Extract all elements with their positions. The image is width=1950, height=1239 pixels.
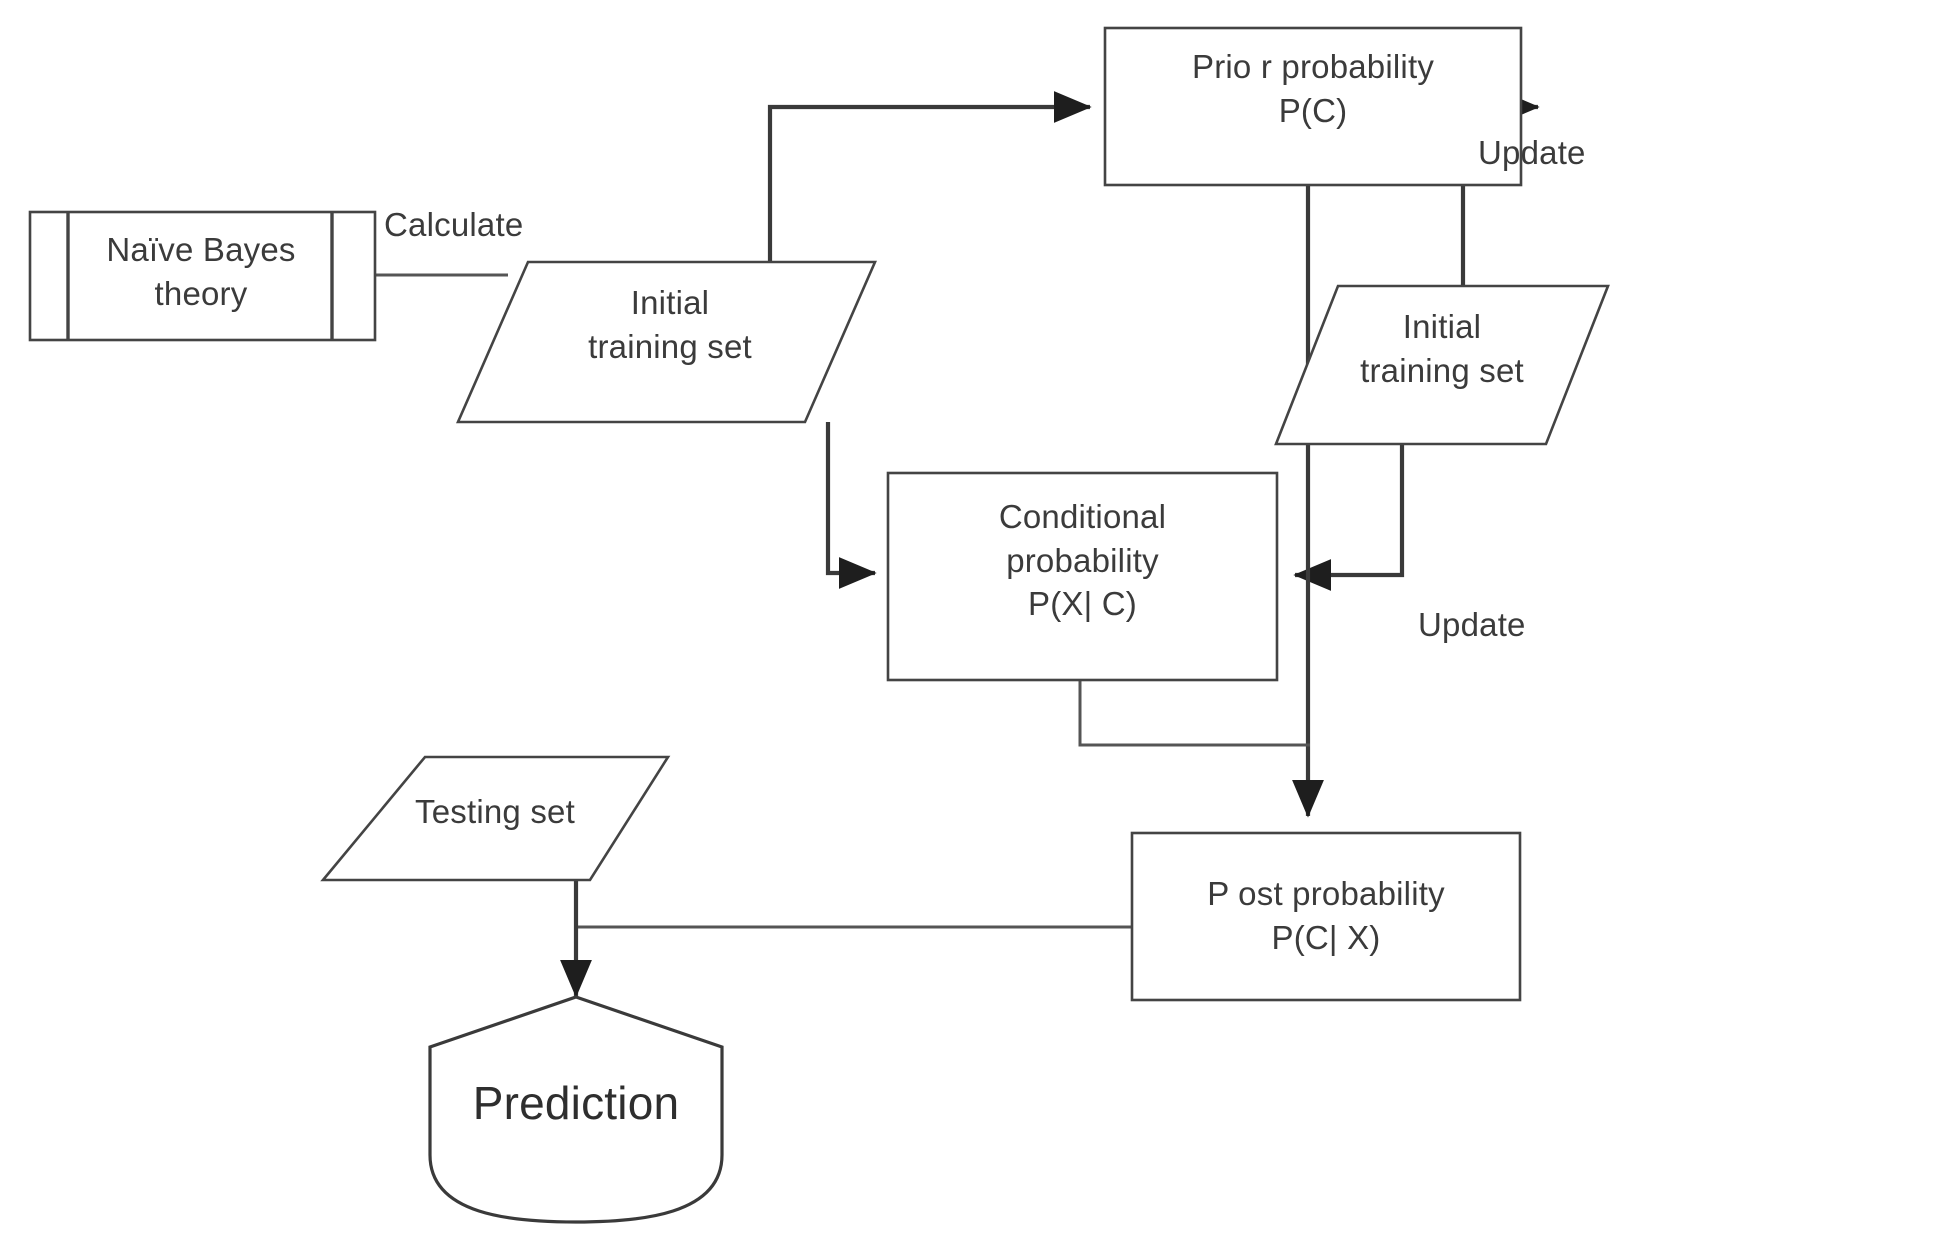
edge-training-to-prior [767, 91, 1092, 300]
edge-training-to-conditional [825, 422, 877, 589]
node-post-probability[interactable] [1130, 831, 1522, 1002]
node-prediction[interactable] [428, 995, 724, 1224]
node-initial-training-set-right[interactable] [1274, 284, 1610, 446]
edge-label-update-bottom: Update [1418, 606, 1526, 643]
node-testing-set[interactable] [320, 755, 671, 882]
edge-update-conditional [1293, 444, 1405, 591]
edge-label-update-top: Update [1478, 134, 1586, 171]
node-conditional-probability[interactable] [886, 471, 1279, 682]
node-initial-training-set-left[interactable] [456, 260, 877, 424]
edge-label-calculate: Calculate [384, 206, 524, 243]
node-naive-bayes-theory[interactable] [28, 210, 377, 342]
node-prior-probability[interactable] [1103, 26, 1523, 187]
edge-conditional-to-post [1078, 680, 1310, 747]
